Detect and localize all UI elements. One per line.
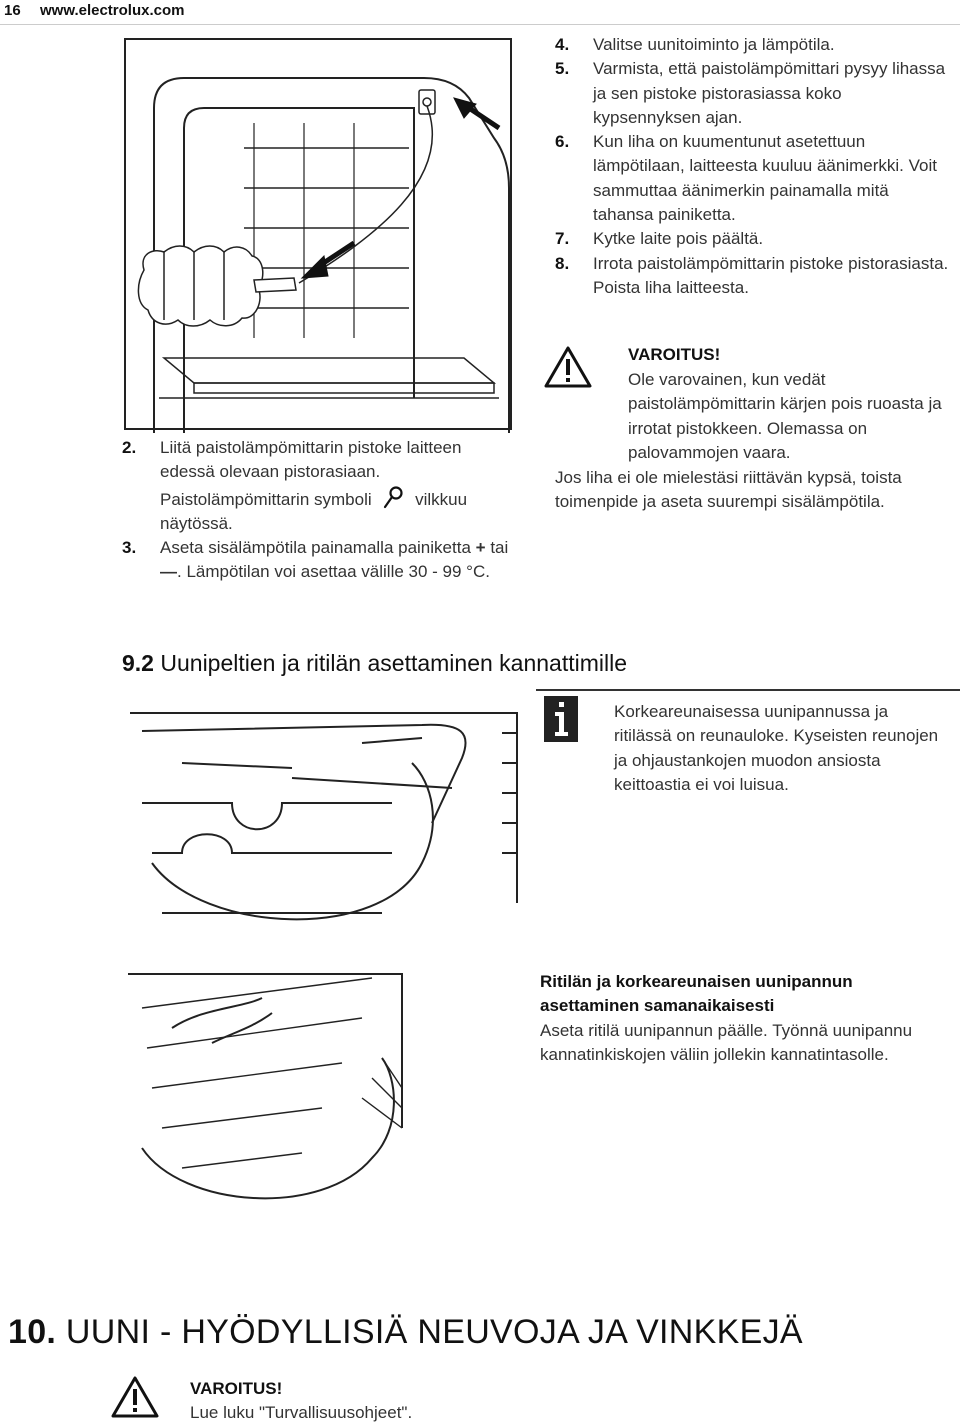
subsection-title: Ritilän ja korkeareunaisen uunipannun as… [540,972,853,1016]
step-8: 8.Irrota paistolämpömittarin pistoke pis… [555,253,949,297]
section-9-2-heading: 9.2 Uunipeltien ja ritilän asettaminen k… [122,650,628,676]
step-2: 2. Liitä paistolämpömittarin pistoke lai… [122,438,468,533]
warning-triangle-icon [544,346,592,388]
warning-text: Ole varovainen, kun vedät paistolämpömit… [628,370,942,462]
section-rule [536,689,960,691]
warning-title: VAROITUS! [628,345,721,364]
meat-probe-icon [380,485,406,511]
info-note-text: Korkeareunaisessa uunipannussa ja ritilä… [614,702,939,794]
step-6: 6.Kun liha on kuumentunut asetettuun läm… [555,132,937,225]
site-url[interactable]: www.electrolux.com [40,2,185,19]
page-header: 16 www.electrolux.com [0,0,960,25]
subsection: Ritilän ja korkeareunaisen uunipannun as… [540,970,940,1067]
oven-meat-probe-illustration [124,38,512,433]
section-10-heading: 10. UUNI - HYÖDYLLISIÄ NEUVOJA JA VINKKE… [8,1313,803,1351]
page-number: 16 [4,2,21,19]
subsection-text: Aseta ritilä uunipannun päälle. Työnnä u… [540,1020,913,1064]
step-4: 4.Valitse uunitoiminto ja lämpötila. [555,35,835,54]
steps-right: 4.Valitse uunitoiminto ja lämpötila. 5.V… [555,33,950,300]
header-rule [0,24,960,25]
after-warning-text: Jos liha ei ole mielestäsi riittävän kyp… [555,468,902,512]
rack-edge-illustration [130,712,518,921]
step-7: 7.Kytke laite pois päältä. [555,229,764,249]
step-5: 5.Varmista, että paistolämpömittari pysy… [555,59,946,127]
step-3: 3. Aseta sisälämpötila painamalla painik… [122,538,509,582]
warning-triangle-icon-2 [111,1376,159,1418]
rack-on-tray-illustration [128,973,403,1200]
warning-2-title: VAROITUS! [190,1379,283,1398]
steps-left: 2. Liitä paistolämpömittarin pistoke lai… [122,436,512,585]
info-icon [544,696,578,742]
warning-2-text: Lue luku "Turvallisuusohjeet". [190,1403,413,1422]
plus-button-symbol: + [475,538,486,558]
minus-button-symbol: — [160,562,177,582]
